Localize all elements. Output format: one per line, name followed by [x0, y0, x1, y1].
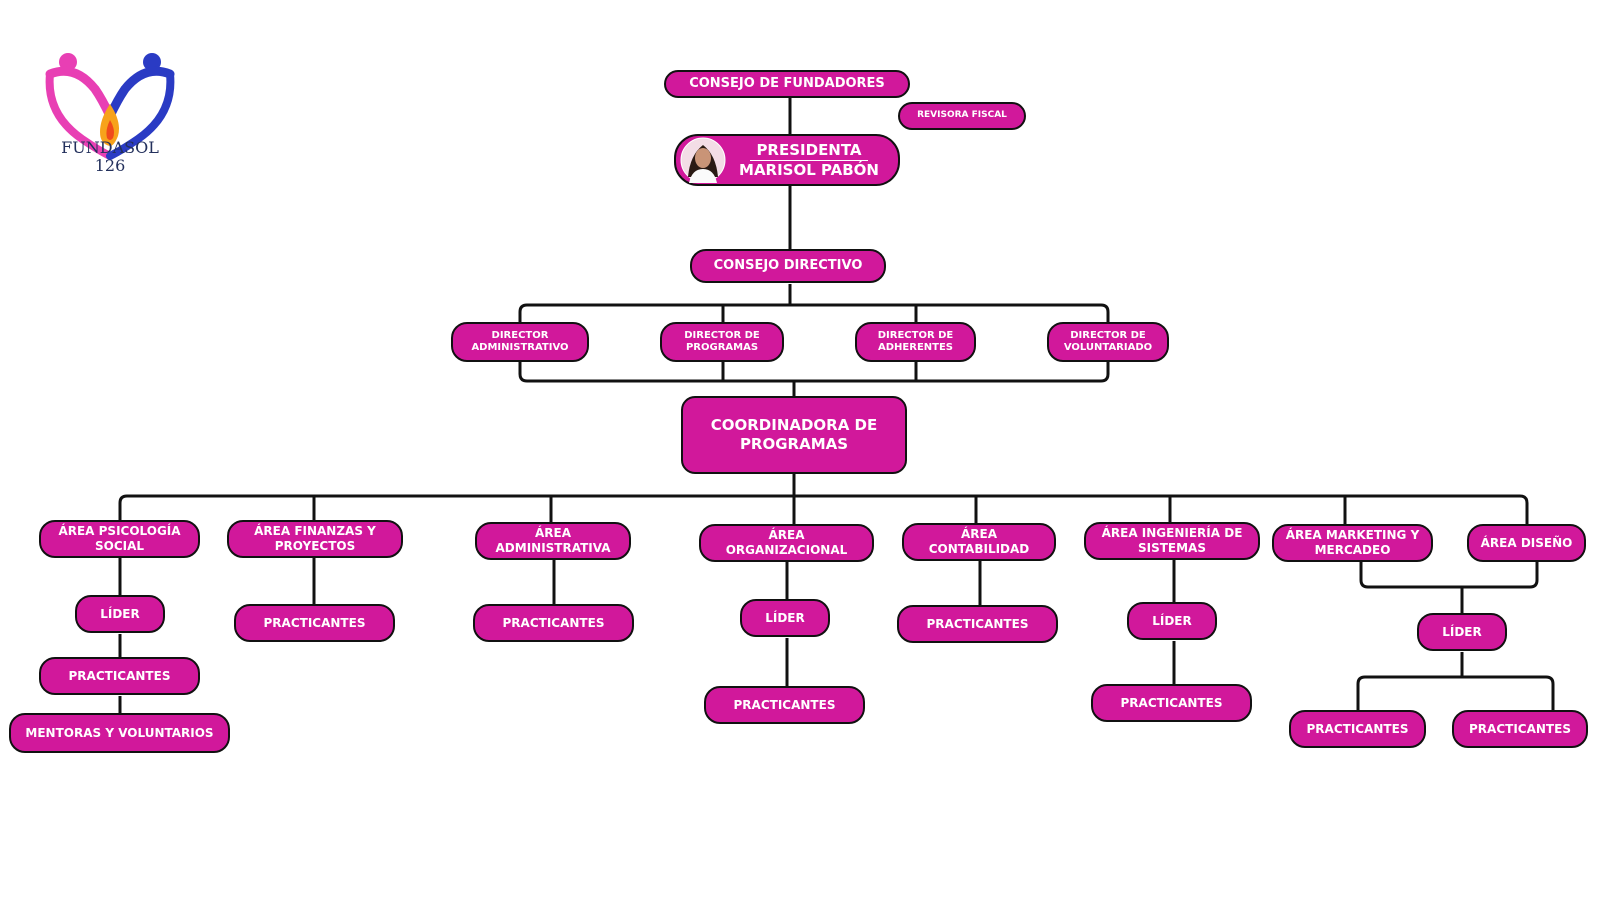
node-director-administrativo: DIRECTOR ADMINISTRATIVO: [451, 322, 589, 362]
node-administrativa-practicantes: PRACTICANTES: [473, 604, 634, 642]
node-area-psicologia: ÁREA PSICOLOGÍA SOCIAL: [39, 520, 200, 558]
node-marketing-practicantes-2: PRACTICANTES: [1452, 710, 1588, 748]
node-area-finanzas: ÁREA FINANZAS Y PROYECTOS: [227, 520, 403, 558]
node-sistemas-lider: LÍDER: [1127, 602, 1217, 640]
node-director-voluntariado: DIRECTOR DE VOLUNTARIADO: [1047, 322, 1169, 362]
logo-name: FUNDASOL: [61, 138, 159, 157]
node-revisora-fiscal: REVISORA FISCAL: [898, 102, 1026, 130]
node-coordinadora: COORDINADORA DE PROGRAMAS: [681, 396, 907, 474]
node-psicologia-practicantes: PRACTICANTES: [39, 657, 200, 695]
node-organizacional-practicantes: PRACTICANTES: [704, 686, 865, 724]
node-consejo-fundadores: CONSEJO DE FUNDADORES: [664, 70, 910, 98]
presidenta-name: MARISOL PABÓN: [739, 160, 879, 179]
logo-number: 126: [94, 156, 126, 175]
fundasol-logo-icon: [45, 53, 175, 160]
node-area-administrativa: ÁREA ADMINISTRATIVA: [475, 522, 631, 560]
node-area-organizacional: ÁREA ORGANIZACIONAL: [699, 524, 874, 562]
node-area-marketing: ÁREA MARKETING Y MERCADEO: [1272, 524, 1433, 562]
node-area-diseno: ÁREA DISEÑO: [1467, 524, 1586, 562]
node-psicologia-mentoras: MENTORAS Y VOLUNTARIOS: [9, 713, 230, 753]
node-finanzas-practicantes: PRACTICANTES: [234, 604, 395, 642]
node-consejo-directivo: CONSEJO DIRECTIVO: [690, 249, 886, 283]
presidenta-photo-icon: [680, 137, 726, 183]
node-marketing-practicantes-1: PRACTICANTES: [1289, 710, 1426, 748]
node-director-programas: DIRECTOR DE PROGRAMAS: [660, 322, 784, 362]
node-organizacional-lider: LÍDER: [740, 599, 830, 637]
node-marketing-lider: LÍDER: [1417, 613, 1507, 651]
presidenta-title: PRESIDENTA: [750, 141, 868, 161]
node-contabilidad-practicantes: PRACTICANTES: [897, 605, 1058, 643]
node-area-contabilidad: ÁREA CONTABILIDAD: [902, 523, 1056, 561]
node-sistemas-practicantes: PRACTICANTES: [1091, 684, 1252, 722]
node-director-adherentes: DIRECTOR DE ADHERENTES: [855, 322, 976, 362]
node-area-sistemas: ÁREA INGENIERÍA DE SISTEMAS: [1084, 522, 1260, 560]
node-presidenta: PRESIDENTA MARISOL PABÓN: [674, 134, 900, 186]
node-psicologia-lider: LÍDER: [75, 595, 165, 633]
